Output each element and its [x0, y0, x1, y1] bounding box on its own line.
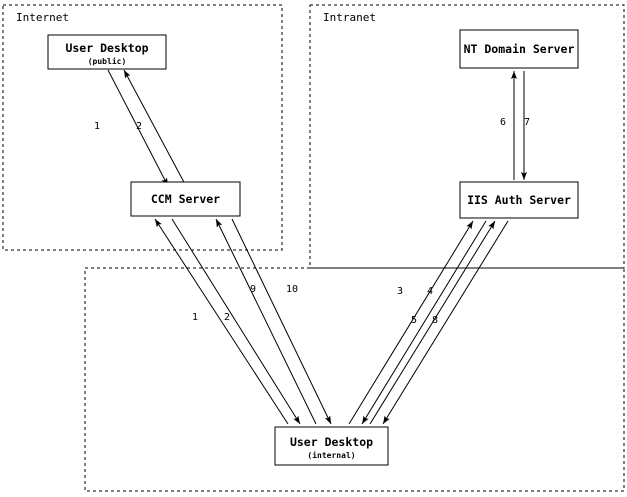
node-nt-domain-server[interactable]: NT Domain Server: [459, 29, 579, 69]
flow-step-label: 8: [432, 315, 438, 326]
node-box-nt-domain-server[interactable]: [459, 29, 579, 69]
flow-step-label: 2: [136, 121, 142, 132]
node-title-nt-domain-server: NT Domain Server: [464, 42, 575, 56]
node-box-user-desktop-internal[interactable]: [274, 426, 389, 466]
flow-step-label: 6: [500, 117, 506, 128]
node-title-user-desktop-public: User Desktop: [65, 41, 148, 55]
zone-internet: Internet: [2, 4, 283, 251]
flow-step-label: 7: [524, 117, 530, 128]
node-title-iis-auth-server: IIS Auth Server: [467, 193, 571, 207]
node-subtitle-user-desktop-public: (public): [88, 56, 127, 66]
flow-step-label: 4: [427, 286, 433, 297]
zone-label-intranet: Intranet: [323, 11, 376, 24]
node-title-ccm-server: CCM Server: [151, 192, 220, 206]
flow-step-label: 10: [286, 284, 298, 295]
zone-border-intranet: [309, 4, 625, 269]
zone-border-internet: [2, 4, 283, 251]
node-title-user-desktop-internal: User Desktop: [290, 435, 373, 449]
flow-label-group: 1 2 1 2 9 10 3 4 5 8 6 7: [94, 117, 530, 326]
flow-step-label: 3: [397, 286, 403, 297]
flow-group: [107, 69, 527, 425]
node-user-desktop-internal[interactable]: User Desktop(internal): [274, 426, 389, 466]
flow-arrow-3-user-desktop-internal-to-iis-auth-server: [348, 220, 474, 425]
flow-arrow-4-iis-auth-server-to-user-desktop-internal: [361, 220, 487, 425]
node-ccm-server[interactable]: CCM Server: [130, 181, 241, 217]
flow-step-label: 9: [250, 284, 256, 295]
flow-arrow-10-ccm-server-to-user-desktop-internal: [231, 218, 332, 425]
flow-step-label: 5: [411, 315, 417, 326]
flow-step-label: 2: [224, 312, 230, 323]
zone-intranet: Intranet: [309, 4, 625, 269]
node-box-iis-auth-server[interactable]: [459, 181, 579, 219]
node-user-desktop-public[interactable]: User Desktop(public): [47, 34, 167, 70]
flow-arrow-9-user-desktop-internal-to-ccm-server: [215, 218, 317, 425]
flow-step-label: 1: [192, 312, 198, 323]
flow-arrow-5-user-desktop-internal-to-iis-auth-server: [369, 220, 496, 425]
node-box-user-desktop-public[interactable]: [47, 34, 167, 70]
zone-border-internal: [84, 267, 625, 492]
flow-arrow-1-user-desktop-internal-to-ccm-server: [154, 218, 289, 425]
flow-step-label: 1: [94, 121, 100, 132]
zone-internal: [84, 267, 625, 492]
zone-group: Internet Intranet: [2, 4, 625, 492]
node-iis-auth-server[interactable]: IIS Auth Server: [459, 181, 579, 219]
node-subtitle-user-desktop-internal: (internal): [307, 450, 355, 460]
zone-label-internet: Internet: [16, 11, 69, 24]
node-box-ccm-server[interactable]: [130, 181, 241, 217]
flow-arrow-1-user-desktop-public-to-ccm-server: [107, 69, 169, 187]
flow-arrow-2-ccm-server-to-user-desktop-internal: [171, 218, 301, 425]
flow-arrow-8-iis-auth-server-to-user-desktop-internal: [382, 220, 509, 425]
flow-arrow-2-ccm-server-to-user-desktop-public: [123, 69, 187, 187]
